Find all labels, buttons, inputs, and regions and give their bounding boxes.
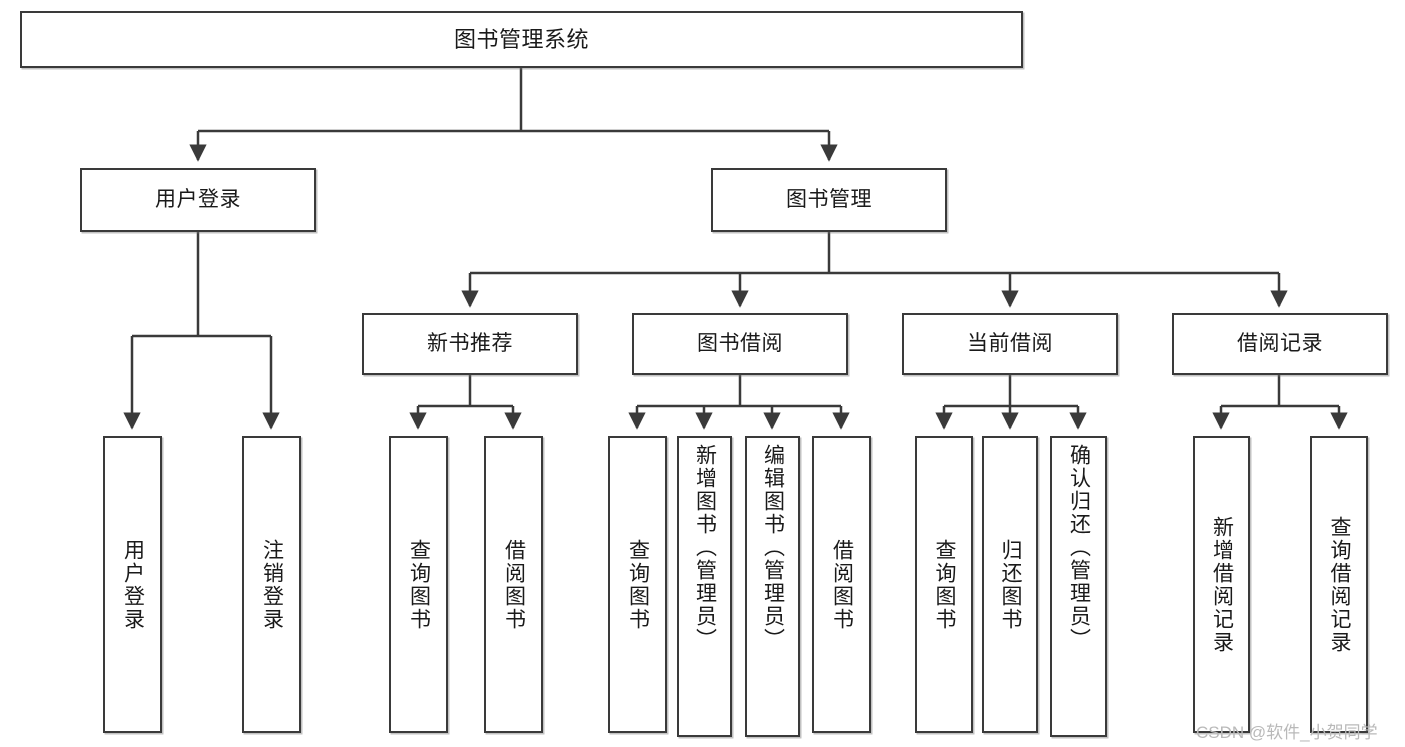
node-label: 查询图书 bbox=[626, 538, 650, 631]
node-label: 借阅记录 bbox=[1237, 331, 1323, 355]
leaf-query-borrow-record[interactable]: 查询借阅记录 bbox=[1310, 436, 1368, 733]
leaf-add-borrow-record[interactable]: 新增借阅记录 bbox=[1193, 436, 1250, 733]
node-root-system[interactable]: 图书管理系统 bbox=[20, 11, 1023, 68]
leaf-query-book-recommend[interactable]: 查询图书 bbox=[389, 436, 448, 733]
node-label: 用户登录 bbox=[155, 187, 241, 211]
node-label: 图书管理系统 bbox=[453, 26, 589, 52]
node-label: 查询图书 bbox=[933, 538, 957, 631]
node-label: 新书推荐 bbox=[427, 331, 513, 355]
leaf-add-book-admin[interactable]: 新增图书（管理员） bbox=[677, 436, 732, 737]
node-label: 归还图书 bbox=[999, 538, 1023, 631]
node-label: 编辑图书（管理员） bbox=[761, 444, 785, 651]
node-book-management[interactable]: 图书管理 bbox=[711, 168, 947, 232]
node-label: 查询借阅记录 bbox=[1328, 515, 1352, 654]
leaf-user-login[interactable]: 用户登录 bbox=[103, 436, 162, 733]
node-label: 借阅图书 bbox=[830, 538, 854, 631]
leaf-query-book-current[interactable]: 查询图书 bbox=[915, 436, 973, 733]
node-user-login[interactable]: 用户登录 bbox=[80, 168, 316, 232]
leaf-query-book-borrow[interactable]: 查询图书 bbox=[608, 436, 667, 733]
node-label: 新增借阅记录 bbox=[1210, 515, 1234, 654]
node-label: 用户登录 bbox=[121, 538, 145, 631]
node-label: 查询图书 bbox=[407, 538, 431, 631]
watermark-csdn: CSDN @软件_小贺同学 bbox=[1196, 723, 1378, 742]
node-label: 新增图书（管理员） bbox=[693, 444, 717, 651]
node-label: 图书借阅 bbox=[697, 331, 783, 355]
node-label: 借阅图书 bbox=[502, 538, 526, 631]
leaf-logout[interactable]: 注销登录 bbox=[242, 436, 301, 733]
leaf-borrow-book[interactable]: 借阅图书 bbox=[812, 436, 871, 733]
node-current-borrow[interactable]: 当前借阅 bbox=[902, 313, 1118, 375]
node-new-book-recommend[interactable]: 新书推荐 bbox=[362, 313, 578, 375]
leaf-borrow-book-recommend[interactable]: 借阅图书 bbox=[484, 436, 543, 733]
node-label: 图书管理 bbox=[786, 187, 872, 211]
node-label: 当前借阅 bbox=[967, 331, 1053, 355]
node-label: 注销登录 bbox=[260, 538, 284, 631]
leaf-return-book[interactable]: 归还图书 bbox=[982, 436, 1038, 733]
node-label: 确认归还（管理员） bbox=[1067, 444, 1091, 651]
leaf-edit-book-admin[interactable]: 编辑图书（管理员） bbox=[745, 436, 800, 737]
leaf-confirm-return-admin[interactable]: 确认归还（管理员） bbox=[1050, 436, 1107, 737]
node-book-borrow[interactable]: 图书借阅 bbox=[632, 313, 848, 375]
node-borrow-record[interactable]: 借阅记录 bbox=[1172, 313, 1388, 375]
